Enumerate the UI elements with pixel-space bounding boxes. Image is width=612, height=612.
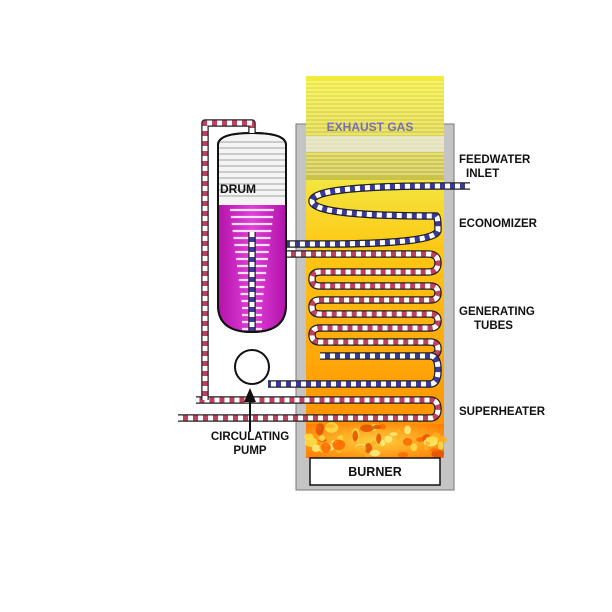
tube-bank (178, 182, 470, 422)
external-piping (201, 119, 256, 400)
superheater-tube (178, 396, 442, 422)
steam-drum: DRUM (217, 131, 287, 334)
burner-label: BURNER (348, 465, 401, 479)
superheater-label: SUPERHEATER (459, 406, 546, 418)
generating-tube-loops (286, 250, 442, 360)
burner-box: BURNER (309, 457, 441, 486)
component-labels: FEEDWATER INLET ECONOMIZER GENERATING TU… (211, 154, 546, 457)
pump-pointer-arrow (244, 388, 256, 432)
drum-label: DRUM (220, 182, 256, 196)
economizer-label: ECONOMIZER (459, 218, 538, 230)
burner-flames (304, 422, 448, 459)
economizer-tube (286, 182, 470, 248)
generating-tubes-label-line2: TUBES (474, 320, 513, 332)
generating-tubes-label-line1: GENERATING (459, 306, 535, 318)
riser-pipe (201, 119, 256, 400)
exhaust-stack: EXHAUST GAS (306, 76, 444, 180)
circulating-pump-label-line1: CIRCULATING (211, 431, 289, 443)
circulating-pump (234, 349, 270, 385)
lower-generating-tube (268, 352, 442, 388)
feedwater-inlet-label-line2: INLET (466, 168, 499, 180)
circulating-pump-label-line2: PUMP (233, 445, 267, 457)
feedwater-inlet-label-line1: FEEDWATER (459, 154, 531, 166)
exhaust-gas-label: EXHAUST GAS (327, 120, 414, 134)
